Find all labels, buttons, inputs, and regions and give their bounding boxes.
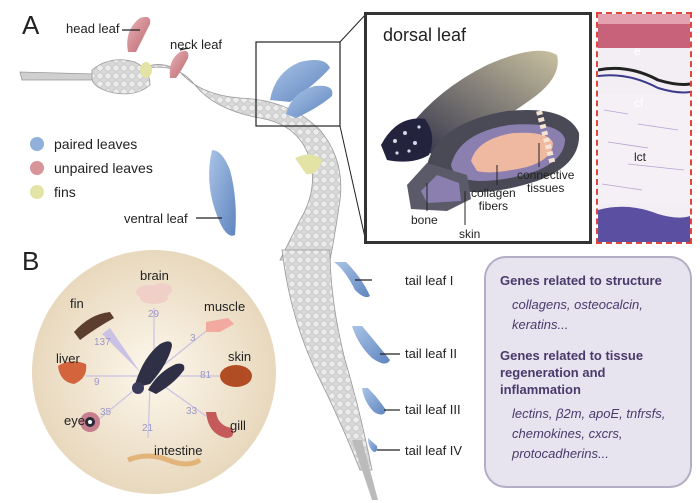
skin-count: 81 xyxy=(200,370,212,381)
panel-b-letter: B xyxy=(22,246,40,276)
eye-count: 35 xyxy=(100,407,112,418)
tail-leaf-2-label: tail leaf II xyxy=(405,346,458,361)
dorsal-fin xyxy=(295,154,322,175)
eye-label: eye xyxy=(64,413,85,428)
skin-organ-label: skin xyxy=(228,349,252,364)
tail-tip xyxy=(352,440,378,500)
legend-label: fins xyxy=(54,184,76,200)
legend-label: unpaired leaves xyxy=(54,160,153,176)
legend-label: paired leaves xyxy=(54,136,138,152)
intestine-count: 21 xyxy=(142,423,154,434)
collagen-fibers-label: collagen fibers xyxy=(471,186,516,213)
muscle-label: muscle xyxy=(204,299,246,314)
legend: paired leaves unpaired leaves fins xyxy=(30,136,153,200)
fins-swatch xyxy=(30,185,44,199)
ventral-leaf-shape xyxy=(209,150,236,236)
connective-tissues-label: connective tissues xyxy=(517,168,575,195)
gill-count: 33 xyxy=(186,406,198,417)
epidermis-label: e xyxy=(634,44,641,58)
regeneration-genes-list: lectins, β2m, apoE, tnfrsfs, chemokines,… xyxy=(512,406,666,461)
bone-label: bone xyxy=(411,213,438,227)
muscle-count: 3 xyxy=(190,333,196,344)
unpaired-leaves-swatch xyxy=(30,161,44,175)
pectoral-fin xyxy=(140,62,152,78)
histology-image xyxy=(598,14,690,242)
dorsal-leaf-shape-2 xyxy=(286,85,333,118)
inset-title: dorsal leaf xyxy=(383,25,467,45)
tail-leaf-1-label: tail leaf I xyxy=(405,273,454,288)
tail-leaf-4-label: tail leaf IV xyxy=(405,443,463,458)
loose-connective-tissue-label: lct xyxy=(634,150,646,164)
head xyxy=(91,59,151,95)
structure-genes-title: Genes related to structure xyxy=(500,273,662,288)
brain-count: 29 xyxy=(148,309,160,320)
tail-leaf-shape-1 xyxy=(334,262,370,298)
ventral-leaf-label: ventral leaf xyxy=(124,211,188,226)
intestine-label: intestine xyxy=(154,443,203,458)
genes-box: Genes related to structure collagens, os… xyxy=(484,256,692,488)
liver-label: liver xyxy=(56,351,80,366)
tail-leaf-shape-3 xyxy=(362,388,386,415)
dorsal-leaf-inset: dorsal leaf bone skin c xyxy=(364,12,592,244)
legend-item: fins xyxy=(30,184,153,200)
tail xyxy=(281,249,373,471)
legend-item: unpaired leaves xyxy=(30,160,153,176)
liver-count: 9 xyxy=(94,377,100,388)
head-leaf-shape xyxy=(127,16,151,52)
tail-leaf-3-label: tail leaf III xyxy=(405,402,461,417)
dorsal-leaf-cross-section xyxy=(381,50,580,225)
dorsal-leaf-shape-1 xyxy=(270,60,330,102)
head-leaf-label: head leaf xyxy=(66,21,120,36)
histology-section: e cf lct xyxy=(596,12,692,244)
organ-comparison-diagram xyxy=(32,250,276,494)
neck-leaf-shape xyxy=(169,50,189,78)
snout xyxy=(19,71,99,81)
gill-label: gill xyxy=(230,418,246,433)
fin-count: 137 xyxy=(94,337,111,348)
skin-label: skin xyxy=(459,227,481,241)
legend-item: paired leaves xyxy=(30,136,153,152)
regeneration-genes-title: Genes related to tissue regeneration and… xyxy=(500,348,644,397)
brain-label: brain xyxy=(140,268,169,283)
tail-leaf-shape-4 xyxy=(368,438,378,452)
panel-a-letter: A xyxy=(22,10,40,40)
paired-leaves-swatch xyxy=(30,137,44,151)
neck-leaf-label: neck leaf xyxy=(170,37,223,52)
structure-genes-list: collagens, osteocalcin, keratins... xyxy=(512,297,643,332)
zoom-box xyxy=(255,41,341,127)
collagen-fibers-histo-label: cf xyxy=(634,96,644,110)
fin-label: fin xyxy=(70,296,84,311)
